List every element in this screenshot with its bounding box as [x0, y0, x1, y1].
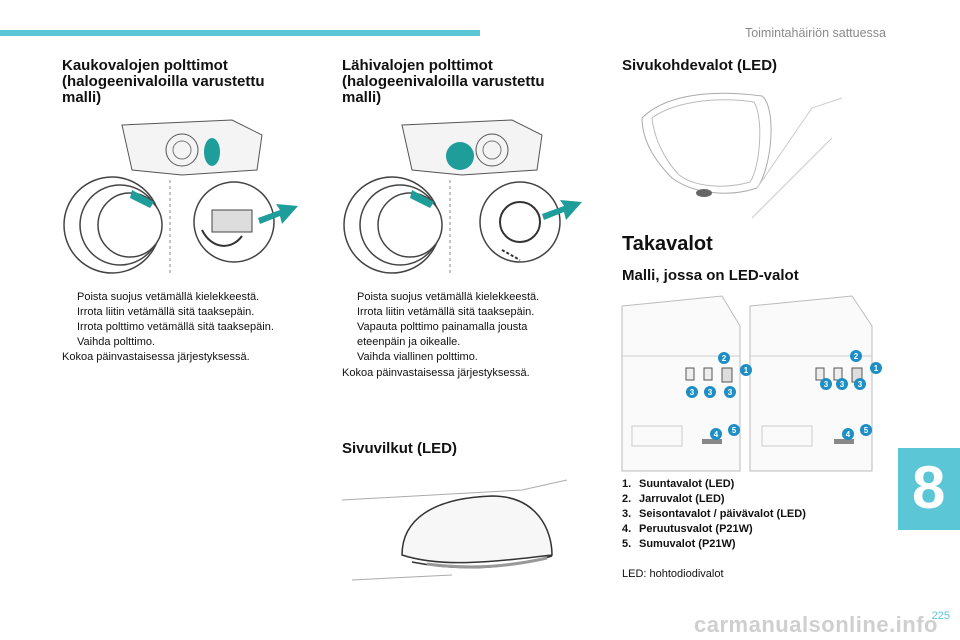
chapter-number: 8 — [912, 454, 946, 521]
high-beam-reassembly-note: Kokoa päinvastaisessa järjestyksessä. — [62, 351, 250, 363]
side-marker-illustration — [641, 92, 843, 219]
led-definition-note: LED: hohtodiodivalot — [622, 568, 724, 580]
page-number: 225 — [931, 610, 950, 622]
legend-label: Jarruvalot (LED) — [639, 493, 725, 505]
low-beam-steps: Poista suojus vetämällä kielekkeestä. Ir… — [342, 290, 582, 365]
step-text-continuation: eteenpäin ja oikealle. — [357, 336, 461, 348]
callout-3: 3 — [690, 388, 695, 397]
rear-lights-diagram: 2 1 3 3 3 4 5 2 1 3 3 3 4 5 — [621, 295, 882, 472]
low-beam-bulbs-title: Lähivalojen polttimot (halogeenivaloilla… — [342, 57, 545, 106]
step-text: Irrota polttimo vetämällä sitä taaksepäi… — [77, 321, 274, 333]
list-item: Irrota liitin vetämällä sitä taaksepäin. — [342, 305, 582, 320]
rear-lights-legend: 1. Suuntavalot (LED) 2. Jarruvalot (LED) 3… — [622, 477, 806, 552]
list-item: Poista suojus vetämällä kielekkeestä. — [62, 290, 302, 305]
callout-3: 3 — [824, 380, 829, 389]
side-mirror-indicator-illustration — [341, 479, 568, 581]
side-marker-lights-title: Sivukohdevalot (LED) — [622, 57, 778, 74]
callout-4: 4 — [846, 430, 851, 439]
callout-3: 3 — [840, 380, 845, 389]
callout-3: 3 — [708, 388, 713, 397]
section-header-title: Toimintahäiriön sattuessa — [744, 26, 886, 40]
step-text: Vaihda viallinen polttimo. — [357, 351, 478, 363]
chapter-tab: 8 — [898, 448, 960, 530]
legend-label: Seisontavalot / päivävalot (LED) — [639, 508, 806, 520]
callout-2: 2 — [854, 352, 859, 361]
list-item: Irrota polttimo vetämällä sitä taaksepäi… — [62, 320, 302, 335]
callout-2: 2 — [722, 354, 727, 363]
list-item: Poista suojus vetämällä kielekkeestä. — [342, 290, 582, 305]
high-beam-bulbs-title: Kaukovalojen polttimot (halogeenivaloill… — [62, 57, 265, 106]
callout-1: 1 — [744, 366, 749, 375]
legend-label: Sumuvalot (P21W) — [639, 538, 736, 550]
callout-3: 3 — [728, 388, 733, 397]
list-item: Vapauta polttimo painamalla jousta eteenp… — [342, 320, 582, 350]
legend-label: Suuntavalot (LED) — [639, 478, 735, 490]
step-text: Irrota liitin vetämällä sitä taaksepäin. — [357, 306, 535, 318]
callout-5: 5 — [732, 426, 737, 435]
legend-item: 3. Seisontavalot / päivävalot (LED) — [622, 507, 806, 522]
list-item: Vaihda viallinen polttimo. — [342, 350, 582, 365]
legend-item: 5. Sumuvalot (P21W) — [622, 537, 806, 552]
legend-number: 5. — [622, 538, 632, 550]
callout-1: 1 — [874, 364, 879, 373]
legend-number: 4. — [622, 523, 632, 535]
legend-item: 2. Jarruvalot (LED) — [622, 492, 806, 507]
step-text: Poista suojus vetämällä kielekkeestä. — [77, 291, 260, 303]
callout-3: 3 — [858, 380, 863, 389]
legend-number: 2. — [622, 493, 632, 505]
led-model-subtitle: Malli, jossa on LED-valot — [622, 267, 799, 284]
side-indicators-title: Sivuvilkut (LED) — [342, 440, 458, 457]
step-text: Irrota liitin vetämällä sitä taaksepäin. — [77, 306, 255, 318]
rear-lights-title: Takavalot — [622, 233, 713, 255]
list-item: Irrota liitin vetämällä sitä taaksepäin. — [62, 305, 302, 320]
header-accent-bar — [0, 30, 480, 36]
callout-5: 5 — [864, 426, 869, 435]
high-beam-steps: Poista suojus vetämällä kielekkeestä. Ir… — [62, 290, 302, 350]
legend-number: 1. — [622, 478, 632, 490]
low-beam-illustration — [343, 119, 582, 275]
step-text: Vaihda polttimo. — [77, 336, 156, 348]
step-text: Poista suojus vetämällä kielekkeestä. — [357, 291, 540, 303]
legend-item: 1. Suuntavalot (LED) — [622, 477, 806, 492]
watermark: carmanualsonline.info — [694, 612, 938, 637]
step-text: Vapauta polttimo painamalla jousta — [357, 321, 528, 333]
high-beam-illustration — [63, 119, 298, 275]
legend-item: 4. Peruutusvalot (P21W) — [622, 522, 806, 537]
low-beam-reassembly-note: Kokoa päinvastaisessa järjestyksessä. — [342, 367, 530, 379]
legend-number: 3. — [622, 508, 632, 520]
callout-4: 4 — [714, 430, 719, 439]
legend-label: Peruutusvalot (P21W) — [639, 523, 753, 535]
list-item: Vaihda polttimo. — [62, 335, 302, 350]
